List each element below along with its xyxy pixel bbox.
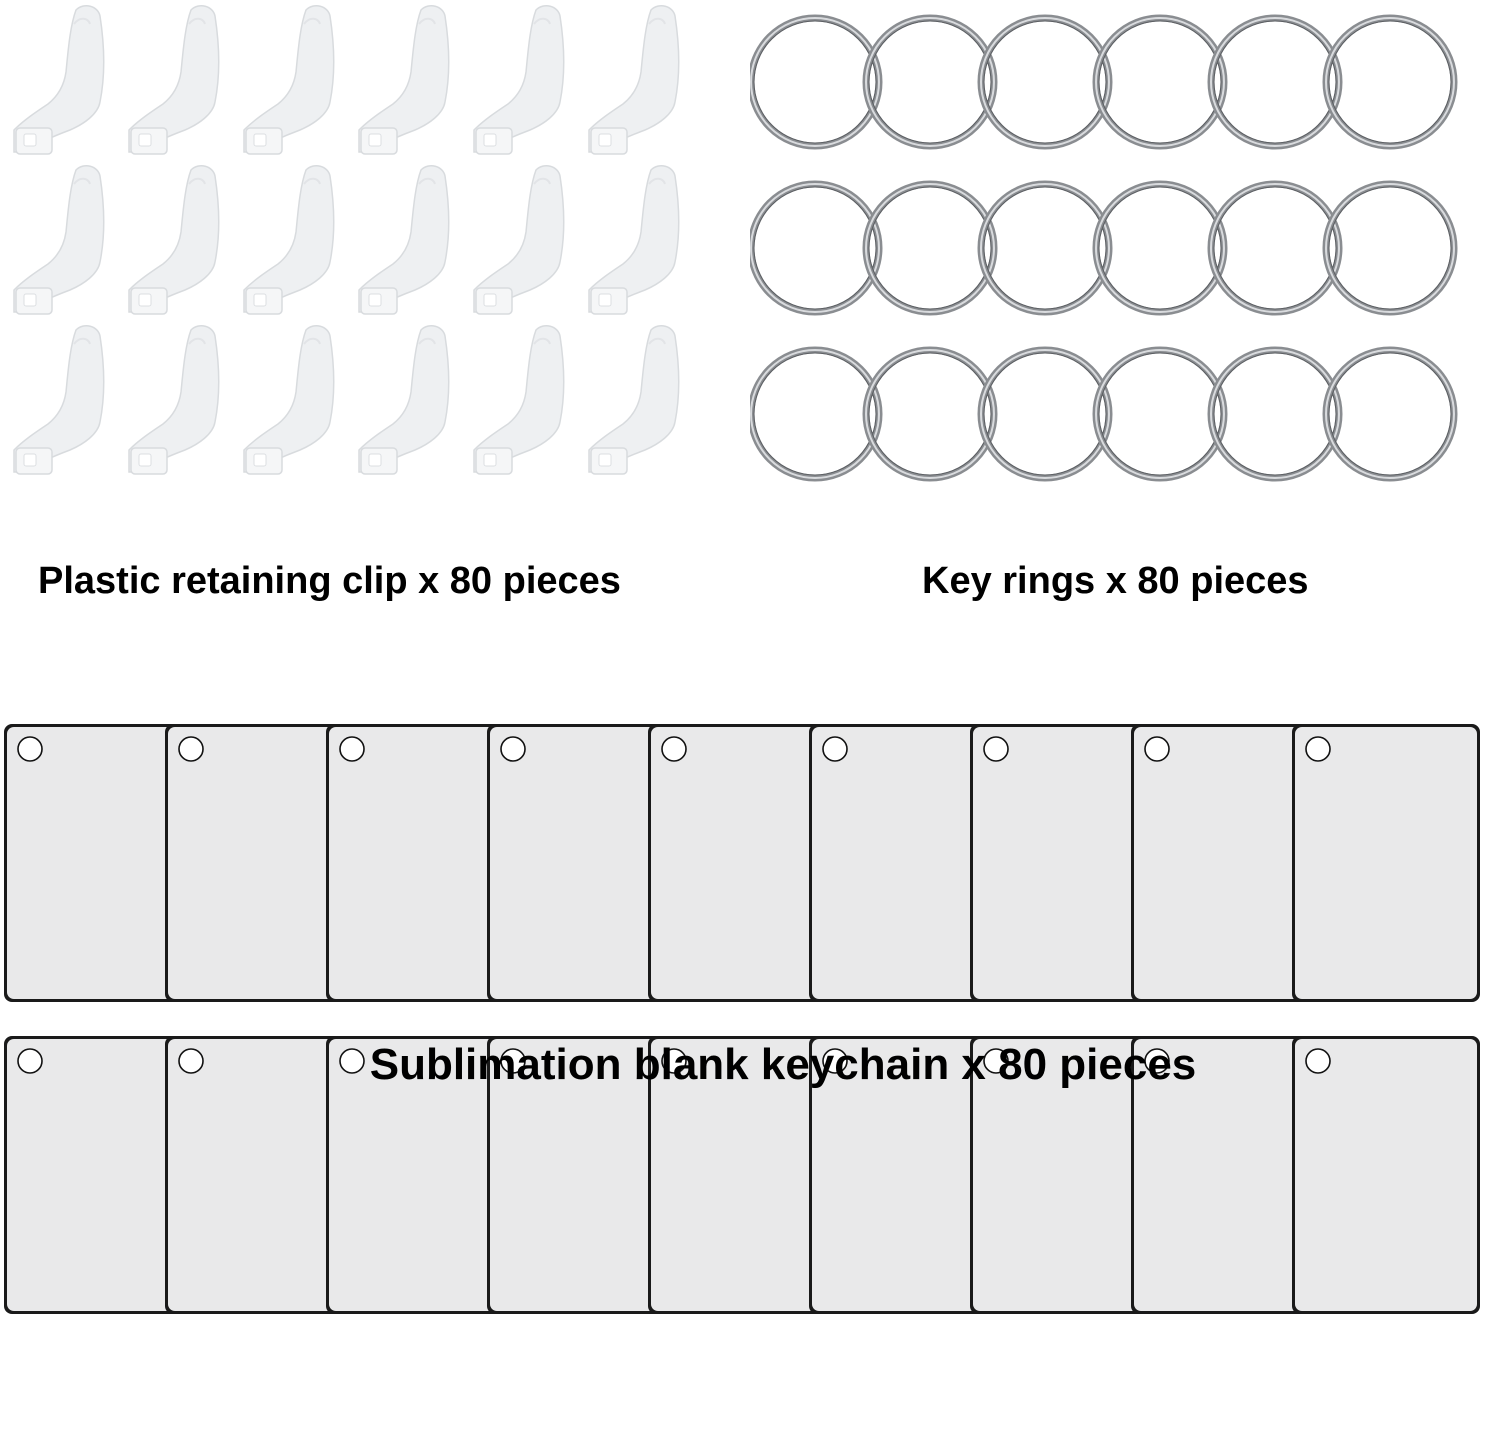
key-ring-icon	[862, 180, 998, 316]
keychain-blanks-image	[0, 700, 1500, 1340]
key-ring-icon	[862, 346, 998, 482]
keychain-blank-icon	[809, 724, 997, 1002]
plastic-clip-icon	[13, 325, 105, 475]
plastic-clip-icon	[588, 325, 680, 475]
key-ring-icon	[977, 346, 1113, 482]
key-ring-icon	[750, 180, 883, 316]
key-rings-image	[750, 0, 1500, 500]
plastic-clip-icon	[358, 325, 450, 475]
plastic-clips-grid	[13, 5, 680, 475]
key-ring-icon	[1207, 346, 1343, 482]
key-ring-icon	[1322, 180, 1458, 316]
key-ring-icon	[750, 346, 883, 482]
keychain-blank-icon	[1131, 1036, 1319, 1314]
plastic-clip-icon	[128, 165, 220, 315]
keychain-blank-icon	[809, 1036, 997, 1314]
plastic-clip-icon	[243, 5, 335, 155]
key-ring-icon	[1207, 14, 1343, 150]
plastic-clip-icon	[243, 165, 335, 315]
keychain-blank-icon	[648, 724, 836, 1002]
key-ring-icon	[1322, 346, 1458, 482]
key-ring-icon	[977, 180, 1113, 316]
plastic-clip-icon	[588, 165, 680, 315]
keychain-blank-icon	[326, 1036, 514, 1314]
key-ring-icon	[1322, 14, 1458, 150]
key-ring-icon	[1207, 180, 1343, 316]
key-ring-icon	[977, 14, 1113, 150]
keychain-blank-icon	[1131, 724, 1319, 1002]
keychain-blank-icon	[648, 1036, 836, 1314]
keychain-blank-icon	[487, 1036, 675, 1314]
keychain-blank-icon	[970, 1036, 1158, 1314]
plastic-clip-icon	[358, 165, 450, 315]
plastic-clip-icon	[473, 5, 565, 155]
plastic-clip-icon	[13, 165, 105, 315]
keychain-blank-icon	[487, 724, 675, 1002]
key-ring-icon	[1092, 14, 1228, 150]
key-rings-grid	[750, 14, 1458, 482]
keychain-blank-icon	[165, 724, 353, 1002]
key-ring-icon	[750, 14, 883, 150]
plastic-clip-icon	[13, 5, 105, 155]
key-ring-icon	[862, 14, 998, 150]
keychain-blank-icon	[970, 724, 1158, 1002]
keychain-blanks-caption: Sublimation blank keychain x 80 pieces	[369, 1040, 1197, 1089]
plastic-clip-icon	[473, 165, 565, 315]
keychain-blank-icon	[1292, 724, 1480, 1002]
keychain-blank-icon	[165, 1036, 353, 1314]
keychain-blanks-grid	[4, 724, 1480, 1314]
keychain-blank-icon	[4, 724, 192, 1002]
plastic-clip-icon	[588, 5, 680, 155]
plastic-clip-icon	[243, 325, 335, 475]
plastic-clip-icon	[358, 5, 450, 155]
plastic-clip-icon	[128, 5, 220, 155]
plastic-clips-image	[0, 0, 700, 500]
keychain-blank-icon	[1292, 1036, 1480, 1314]
plastic-clip-icon	[128, 325, 220, 475]
keychain-blank-icon	[4, 1036, 192, 1314]
key-ring-icon	[1092, 180, 1228, 316]
plastic-clip-icon	[473, 325, 565, 475]
key-rings-caption: Key rings x 80 pieces	[922, 560, 1309, 602]
plastic-clip-caption: Plastic retaining clip x 80 pieces	[38, 560, 621, 602]
key-ring-icon	[1092, 346, 1228, 482]
keychain-blank-icon	[326, 724, 514, 1002]
